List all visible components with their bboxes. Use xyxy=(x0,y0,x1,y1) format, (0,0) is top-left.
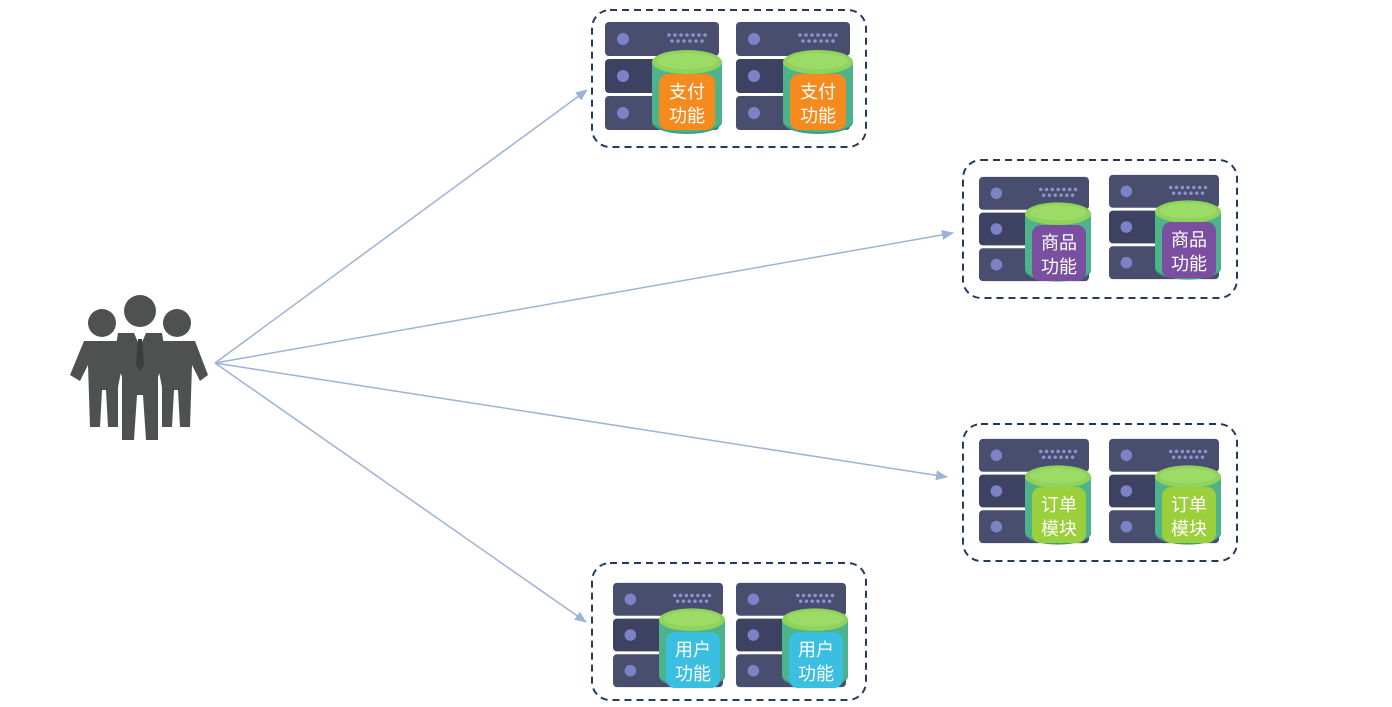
function-label-line1: 订单 xyxy=(1041,495,1077,516)
product-node-1: 商品 功能 xyxy=(979,176,1091,282)
user-node-2: 用户 功能 xyxy=(736,582,848,688)
order-service-group: 订单 模块 订单 模块 xyxy=(962,423,1238,562)
payment-service-group: 支付 功能 支付 功能 xyxy=(591,9,867,148)
arrow-to-order xyxy=(214,362,948,481)
group-border xyxy=(591,9,867,148)
user-node-1: 用户 功能 xyxy=(613,582,725,688)
users-group xyxy=(70,295,208,440)
payment-node-2: 支付 功能 xyxy=(736,22,853,134)
function-badge xyxy=(659,74,715,130)
group-border xyxy=(962,159,1238,299)
function-label-line1: 用户 xyxy=(675,640,711,661)
function-label-line1: 支付 xyxy=(669,82,705,103)
function-badge xyxy=(789,632,843,688)
function-label-line2: 功能 xyxy=(798,664,834,685)
function-label-line2: 功能 xyxy=(800,106,836,127)
function-label-line1: 商品 xyxy=(1171,230,1207,251)
function-badge xyxy=(666,632,720,688)
product-node-2: 商品 功能 xyxy=(1109,174,1221,280)
function-label-line2: 功能 xyxy=(1171,254,1207,275)
function-label-line1: 商品 xyxy=(1041,233,1077,254)
function-label-line2: 功能 xyxy=(669,106,705,127)
function-badge xyxy=(790,74,846,130)
product-service-group: 商品 功能 商品 功能 xyxy=(962,159,1238,299)
function-label-line2: 功能 xyxy=(675,664,711,685)
function-badge xyxy=(1032,487,1086,543)
payment-node-1: 支付 功能 xyxy=(605,22,722,134)
function-label-line1: 支付 xyxy=(800,82,836,103)
function-label-line1: 订单 xyxy=(1171,495,1207,516)
function-badge xyxy=(1162,222,1216,278)
request-arrows xyxy=(214,89,954,623)
arrow-to-user xyxy=(214,362,587,623)
function-badge xyxy=(1032,225,1086,281)
order-node-2: 订单 模块 xyxy=(1109,438,1221,545)
order-node-1: 订单 模块 xyxy=(979,438,1091,545)
group-border xyxy=(962,423,1238,562)
function-label-line2: 模块 xyxy=(1041,519,1077,540)
function-label-line2: 模块 xyxy=(1171,519,1207,540)
arrow-to-product xyxy=(214,229,954,364)
group-border xyxy=(591,562,867,701)
arrow-to-payment xyxy=(214,89,588,364)
user-group-icon xyxy=(70,295,208,440)
function-label-line2: 功能 xyxy=(1041,257,1077,278)
user-service-group: 用户 功能 用户 功能 xyxy=(591,562,867,701)
function-label-line1: 用户 xyxy=(798,640,834,661)
function-badge xyxy=(1162,487,1216,543)
